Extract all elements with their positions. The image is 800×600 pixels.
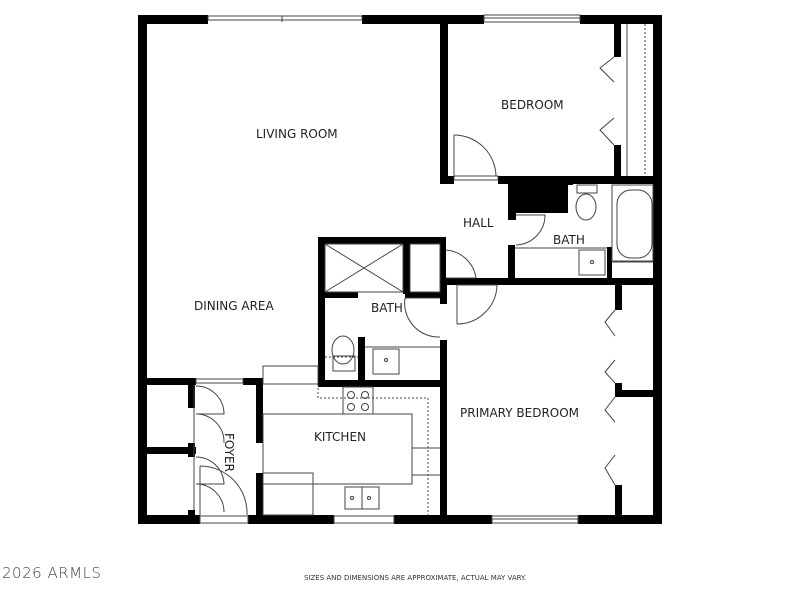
fixtures bbox=[193, 14, 654, 524]
room-label-living-room: LIVING ROOM bbox=[256, 127, 338, 141]
room-label-bath: BATH bbox=[371, 301, 403, 315]
disclaimer-text: SIZES AND DIMENSIONS ARE APPROXIMATE, AC… bbox=[304, 574, 527, 582]
room-label-bedroom: BEDROOM bbox=[501, 98, 564, 112]
room-label-hall-bath: BATH bbox=[553, 233, 585, 247]
room-label-hall: HALL bbox=[463, 216, 494, 230]
room-label-foyer: FOYER bbox=[222, 433, 236, 472]
room-label-primary-bedroom: PRIMARY BEDROOM bbox=[460, 406, 580, 420]
room-label-dining-area: DINING AREA bbox=[194, 299, 274, 313]
room-label-kitchen: KITCHEN bbox=[314, 430, 366, 444]
copyright-text: 2026 ARMLS bbox=[2, 564, 102, 582]
walls bbox=[138, 15, 662, 524]
